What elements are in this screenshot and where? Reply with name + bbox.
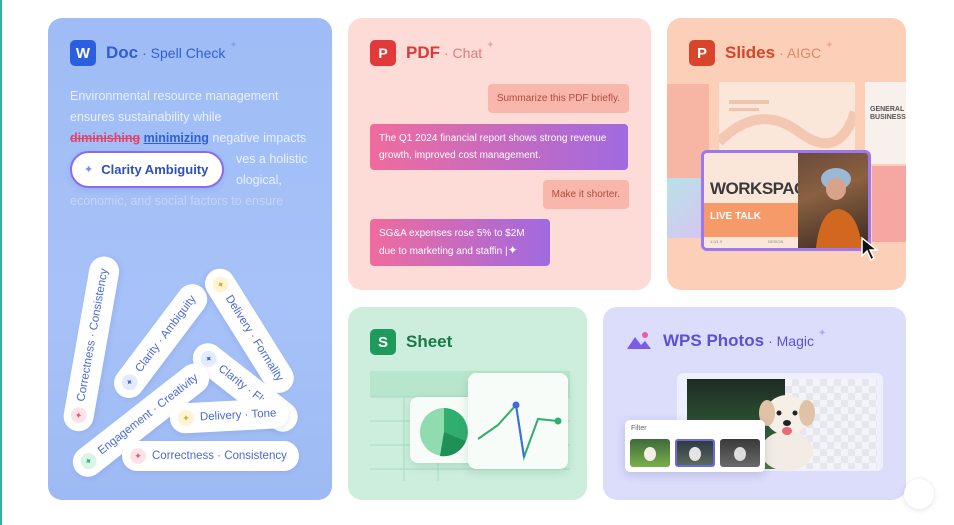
selected-slide[interactable]: WORKSPACE LIVE TALK 1.0/1.0 DESIGN [701, 150, 871, 251]
writing-tag[interactable]: ✦ Correctness · Consistency [122, 441, 299, 471]
edge-accent-line [0, 0, 2, 525]
tag-label: Delivery · Tone [199, 407, 277, 424]
photos-title: WPS Photos [663, 331, 765, 350]
photos-card[interactable]: WPS Photos · Magic ✦ Filter [603, 307, 906, 500]
word-app-icon: W [70, 40, 96, 66]
slide-photo [798, 153, 868, 248]
suggestion-pill[interactable]: ✦ Clarity Ambiguity [70, 151, 224, 188]
dog-icon [759, 395, 815, 471]
filter-thumb-selected[interactable] [675, 439, 715, 467]
slides-subtitle: · AIGC [779, 45, 822, 61]
sheet-header: S Sheet [370, 329, 452, 355]
slide-heading: WORKSPACE [710, 179, 817, 198]
sparkle-icon: ✦ [177, 409, 195, 427]
pdf-subtitle: · Chat [444, 45, 483, 61]
pdf-title: PDF [406, 43, 440, 62]
line-chart-icon [477, 401, 562, 461]
slide-thumbnail [872, 166, 906, 242]
slide-thumb-art [715, 100, 860, 149]
doc-subtitle: · Spell Check [142, 45, 226, 61]
photos-subtitle: · Magic [768, 333, 814, 349]
writing-tag[interactable]: ✦ Correctness · Consistency [61, 254, 122, 434]
tag-label: Clarity · Ambiguity [133, 293, 199, 375]
sparkle-icon: ✦ [77, 449, 100, 473]
tag-label: Correctness · Consistency [75, 267, 111, 403]
doc-text-line: ological, [236, 173, 282, 187]
sparkle-icon: ✦ [825, 39, 834, 51]
sparkle-icon: ✦ [84, 164, 94, 176]
replacement-word: minimizing [143, 131, 209, 145]
sheet-app-icon: S [370, 329, 396, 355]
filter-label: Filter [631, 425, 647, 432]
tag-label: Correctness · Consistency [152, 450, 287, 462]
sparkle-icon: ✦ [69, 405, 89, 425]
pdf-header: P PDF · Chat ✦ [370, 40, 501, 66]
chat-message-text: SG&A expenses rose 5% to $2M due to mark… [379, 228, 525, 257]
filter-panel[interactable]: Filter [625, 420, 765, 472]
sparkle-icon: ✦ [209, 273, 232, 296]
slides-header: P Slides · AIGC ✦ [689, 40, 840, 66]
dog-thumb-icon [644, 447, 656, 461]
pie-chart-icon [420, 408, 468, 457]
doc-text-line: ves a holistic [236, 152, 308, 166]
slide-band: LIVE TALK [704, 203, 798, 237]
sparkle-icon: ✦ [130, 448, 146, 464]
chat-message-ai: The Q1 2024 financial report shows stron… [370, 124, 628, 170]
doc-card[interactable]: W Doc · Spell Check ✦ Environmental reso… [48, 18, 332, 500]
dog-thumb-icon [734, 447, 746, 461]
slides-app-icon: P [689, 40, 715, 66]
sparkle-icon: ✦ [486, 39, 495, 51]
slide-subheading: LIVE TALK [710, 211, 761, 222]
chat-message-ai: SG&A expenses rose 5% to $2M due to mark… [370, 219, 550, 266]
person-photo-icon [816, 168, 862, 248]
thumb-text: GENERAL BUSINESS [870, 106, 906, 121]
chat-message-user: Make it shorter. [542, 180, 629, 209]
pdf-app-icon: P [370, 40, 396, 66]
slide-thumbnail [667, 178, 703, 238]
doc-title: Doc [106, 43, 139, 62]
slide-footnote: 1.0/1.0 [710, 239, 723, 244]
doc-text-line: Environmental resource management [70, 89, 279, 103]
slides-card[interactable]: P Slides · AIGC ✦ GENERAL BUSINESS WORKS… [667, 18, 906, 290]
filter-thumb[interactable] [720, 439, 760, 467]
dog-thumb-icon [689, 447, 701, 461]
pdf-card[interactable]: P PDF · Chat ✦ Summarize this PDF briefl… [348, 18, 651, 290]
struck-word: diminishing [70, 131, 141, 145]
typing-caret: | [502, 246, 508, 257]
doc-text-line: ensures sustainability while [70, 110, 222, 124]
doc-text-line: economic, and social factors to ensure [70, 194, 284, 208]
sheet-title: Sheet [406, 332, 453, 351]
pie-chart-card [410, 397, 478, 463]
doc-text-fragment: negative impacts [208, 131, 307, 145]
slide-left-panel: WORKSPACE LIVE TALK 1.0/1.0 DESIGN [704, 153, 817, 248]
doc-header: W Doc · Spell Check ✦ [70, 40, 244, 66]
photos-app-icon [627, 332, 651, 349]
writing-tag[interactable]: ✦ Delivery · Tone [169, 397, 290, 434]
suggestion-label: Clarity Ambiguity [101, 162, 209, 177]
sparkle-icon: ✦ [507, 243, 518, 257]
slides-title: Slides [725, 43, 776, 62]
sparkle-icon: ✦ [229, 39, 238, 51]
slide-thumbnail: GENERAL BUSINESS [865, 82, 906, 164]
sheet-card[interactable]: S Sheet [348, 307, 587, 500]
line-chart-card [468, 373, 568, 469]
photos-header: WPS Photos · Magic ✦ [625, 327, 832, 353]
slide-footnote: DESIGN [768, 239, 784, 244]
mouse-cursor-icon [861, 236, 880, 262]
doc-text-line-correction: diminishing minimizing negative impacts [70, 128, 310, 149]
filter-thumb[interactable] [630, 439, 670, 467]
doc-body-text: Environmental resource management ensure… [70, 86, 310, 212]
sparkle-icon: ✦ [817, 327, 827, 339]
floating-circle-button[interactable] [904, 479, 934, 509]
sparkle-icon: ✦ [118, 371, 141, 394]
chat-message-user: Summarize this PDF briefly. [487, 84, 629, 113]
